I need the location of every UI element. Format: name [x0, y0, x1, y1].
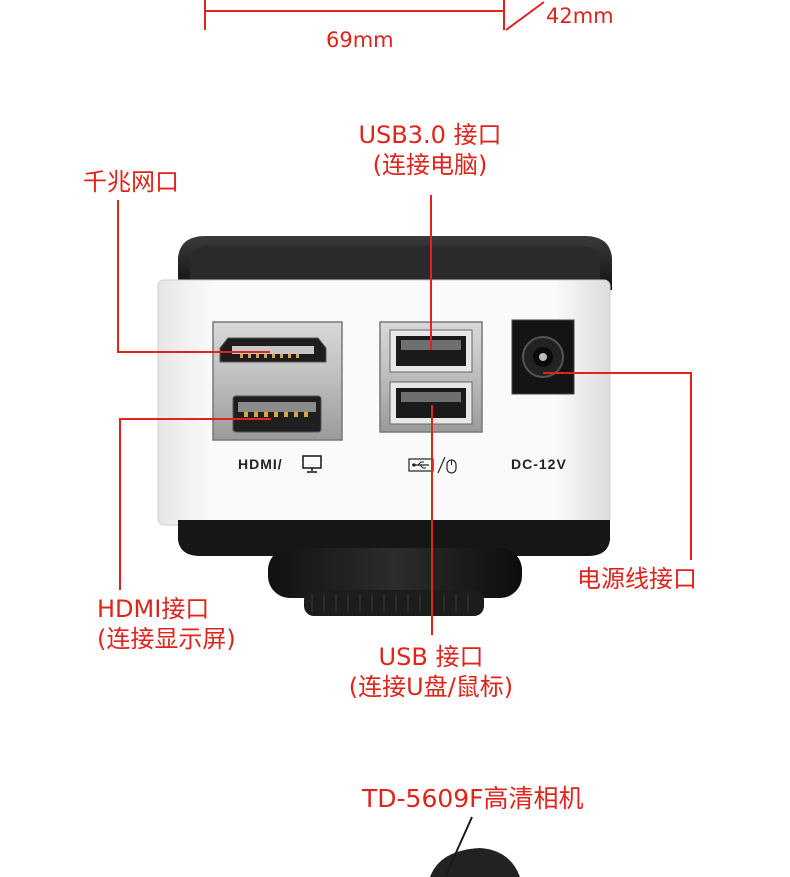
usb-leader [431, 405, 433, 635]
hdmi-leader-vertical [119, 418, 121, 590]
dimension-height-line [505, 1, 545, 31]
product-leader [445, 816, 473, 876]
dimension-height-label: 42mm [546, 4, 614, 28]
ethernet-leader-horizontal [117, 351, 270, 353]
dimension-width-tick-left [204, 0, 206, 30]
power-callout-title: 电源线接口 [577, 565, 697, 593]
power-leader-horizontal [543, 372, 692, 374]
usb3-callout-note: (连接电脑) [372, 151, 488, 179]
usb3-callout: USB3.0 接口 (连接电脑) [330, 120, 530, 180]
usb3-leader [430, 195, 432, 350]
ethernet-callout-title: 千兆网口 [83, 168, 179, 196]
hdmi-leader-horizontal [119, 418, 271, 420]
usb-callout-title: USB 接口 [378, 643, 484, 671]
ethernet-leader-vertical [117, 200, 119, 353]
dimension-width-line [205, 10, 505, 12]
hdmi-callout-title: HDMI接口 [97, 595, 210, 623]
dc-panel-label: DC-12V [511, 456, 567, 472]
power-callout: 电源线接口 [577, 564, 697, 594]
usb-callout-note: (连接U盘/鼠标) [348, 673, 514, 701]
monitor-icon [302, 455, 322, 473]
product-name: TD-5609F高清相机 [362, 784, 584, 813]
power-leader-vertical [690, 372, 692, 560]
dimension-width-label: 69mm [326, 28, 394, 52]
hdmi-panel-label: HDMI/ [238, 456, 283, 472]
hdmi-callout-note: (连接显示屏) [97, 625, 236, 653]
hdmi-callout: HDMI接口 (连接显示屏) [97, 594, 236, 654]
usb-callout: USB 接口 (连接U盘/鼠标) [320, 642, 542, 702]
mouse-icon [437, 456, 457, 474]
dimension-width-tick-right [503, 0, 505, 30]
ethernet-callout: 千兆网口 [83, 167, 179, 197]
usb-icon [408, 458, 434, 472]
usb3-callout-title: USB3.0 接口 [358, 121, 502, 149]
